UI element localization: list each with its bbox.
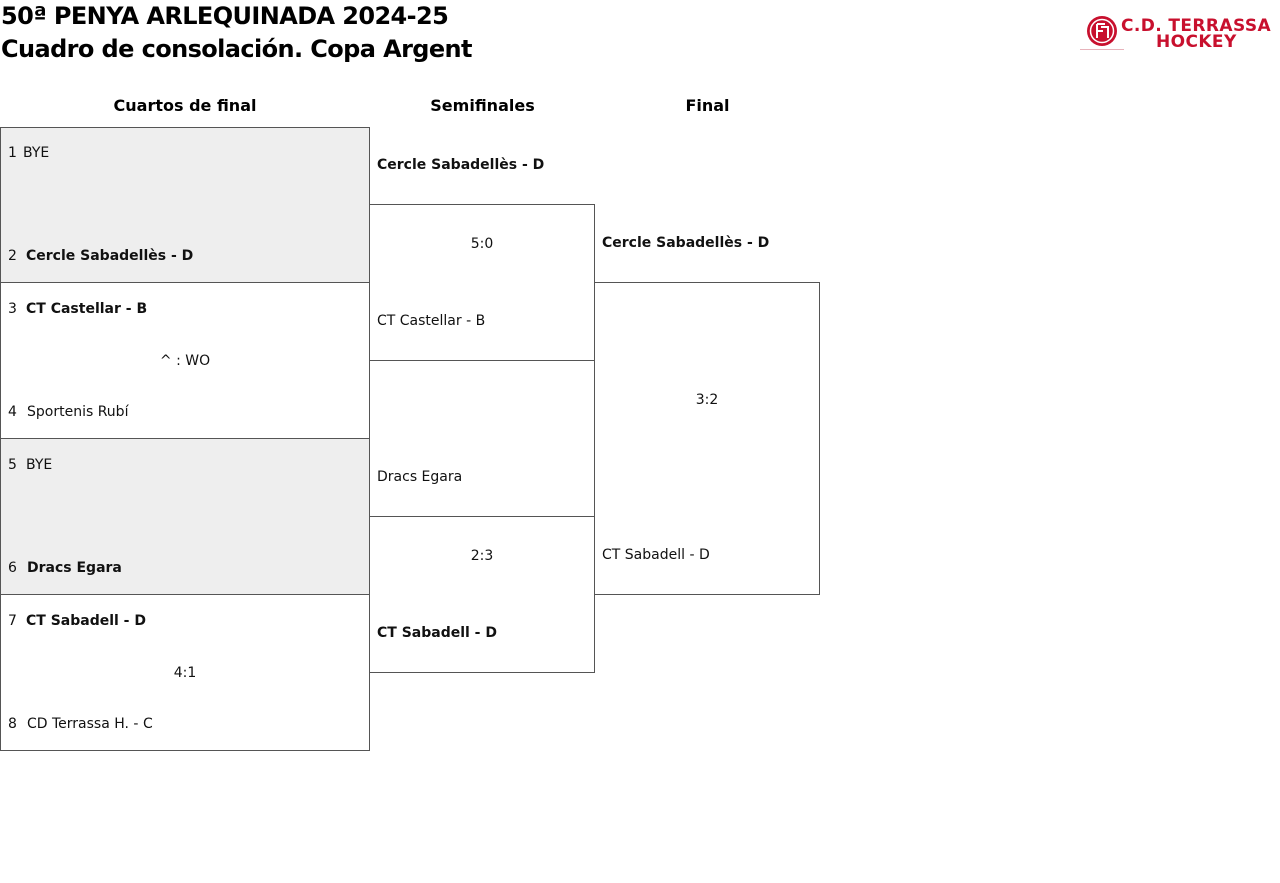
page-title: 50ª PENYA ARLEQUINADA 2024-25 [1,2,449,30]
qf2-result: ^ : WO [159,353,211,369]
qf4-team-a-winner: CT Sabadell - D [26,613,146,629]
seed-number: 7 [8,613,17,629]
club-logo: C.D. TERRASSA HOCKEY [1080,12,1278,54]
column-header-final: Final [685,96,730,115]
qf4-result: 4:1 [173,665,197,681]
seed-number: 6 [8,560,17,576]
final-team-a-winner: Cercle Sabadellès - D [602,235,770,251]
seed-number: 4 [8,404,17,420]
club-crest-icon [1087,16,1117,46]
column-header-semifinals: Semifinales [430,96,535,115]
logo-text-line1: C.D. TERRASSA [1121,16,1272,36]
final-result: 3:2 [695,392,719,408]
seed-number: 5 [8,457,17,473]
qf4-team-b: CD Terrassa H. - C [27,716,153,732]
qf1-team-a: BYE [23,145,50,161]
sf1-result: 5:0 [470,236,494,252]
semifinal-match-2 [369,516,595,673]
qf1-team-b-winner: Cercle Sabadellès - D [26,248,194,264]
sf2-team-a: Dracs Egara [377,469,463,485]
seed-number: 2 [8,248,17,264]
semifinal-match-1 [369,204,595,361]
sf2-team-b-winner: CT Sabadell - D [377,625,497,641]
qf3-team-a: BYE [26,457,53,473]
qf3-team-b-winner: Dracs Egara [27,560,122,576]
logo-underline [1080,49,1124,50]
qf2-team-b: Sportenis Rubí [27,404,129,420]
sf2-result: 2:3 [470,548,494,564]
seed-number: 8 [8,716,17,732]
page-subtitle: Cuadro de consolación. Copa Argent [1,35,473,63]
seed-number: 1 [8,145,17,161]
logo-text-line2: HOCKEY [1156,32,1237,52]
quarterfinal-match-1 [0,127,370,283]
qf2-team-a-winner: CT Castellar - B [26,301,148,317]
final-match [594,282,820,595]
sf1-team-b: CT Castellar - B [377,313,486,329]
final-team-b: CT Sabadell - D [602,547,710,563]
column-header-quarterfinals: Cuartos de final [113,96,257,115]
seed-number: 3 [8,301,17,317]
sf1-team-a-winner: Cercle Sabadellès - D [377,157,545,173]
